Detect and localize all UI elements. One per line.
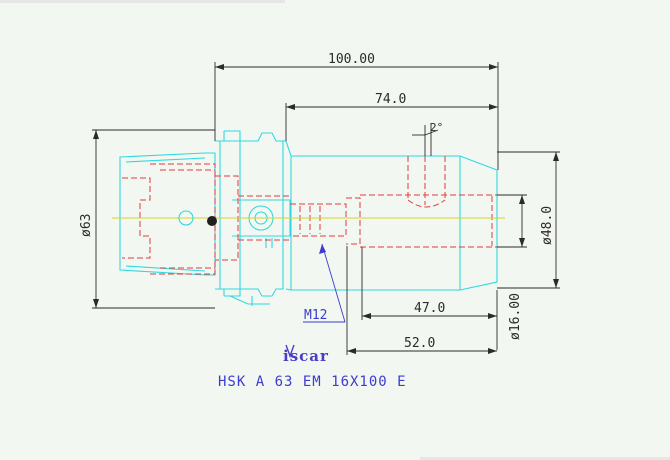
screw-leader (303, 243, 346, 323)
dimension-arrows (93, 64, 559, 354)
iscar-logo: iscar (283, 347, 329, 365)
logo-mark-icon (285, 344, 295, 359)
dim-flange-diameter: ø63 (79, 214, 94, 237)
dim-body-diameter: ø48.0 (540, 206, 555, 245)
top-edge-bar (0, 0, 285, 3)
dim-screw: M12 (304, 308, 327, 323)
tool-designation: HSK A 63 EM 16X100 E (218, 374, 407, 390)
screw-leader-arrow (319, 244, 326, 254)
hidden-lines (122, 156, 497, 275)
bottom-edge-bar (420, 457, 670, 460)
dim-bore-diameter: ø16.00 (508, 293, 523, 340)
dimension-lines (92, 62, 560, 355)
drive-hole (178, 210, 194, 226)
dim-bore-depth: 52.0 (404, 336, 435, 351)
coolant-plug (207, 216, 217, 226)
dim-body-length: 74.0 (375, 92, 406, 107)
dim-angle: 2° (430, 121, 443, 134)
dim-clamp-length: 47.0 (414, 301, 445, 316)
dim-overall-length: 100.00 (328, 52, 375, 67)
